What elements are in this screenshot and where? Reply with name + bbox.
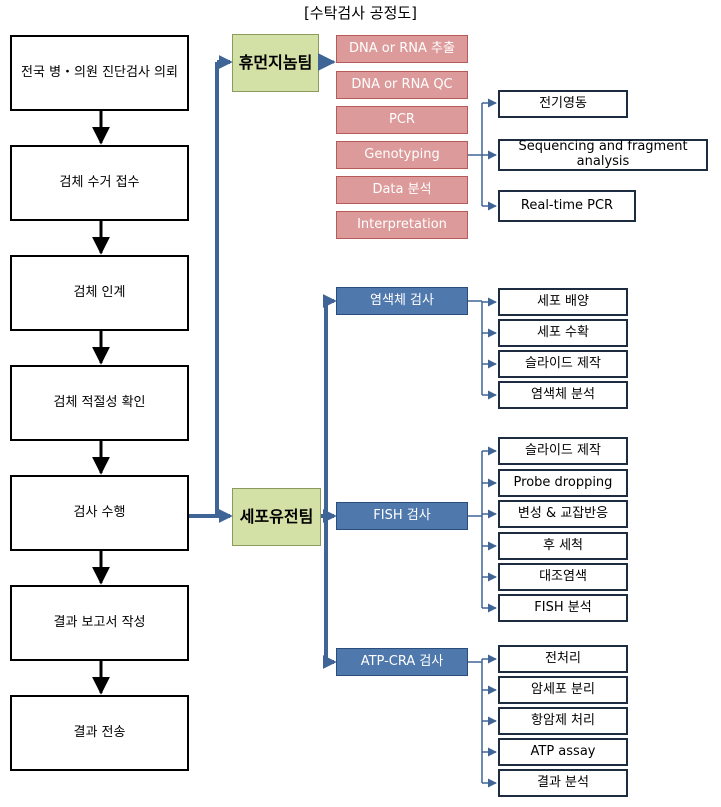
test-fish: FISH 검사 <box>336 502 468 530</box>
karyotype-step-harvest: 세포 수확 <box>498 319 628 347</box>
process-step-handover: 검체 인계 <box>10 255 189 331</box>
fish-step-probe: Probe dropping <box>498 469 628 497</box>
method-sequencing-fragment: Sequencing and fragment analysis <box>498 139 708 171</box>
atp-step-result-analysis: 결과 분석 <box>498 769 628 797</box>
test-branch-lines <box>321 294 337 669</box>
fish-step-analysis: FISH 분석 <box>498 594 628 622</box>
hg-step-interpretation: Interpretation <box>336 211 468 239</box>
hg-step-genotyping: Genotyping <box>336 141 468 169</box>
hg-step-pcr: PCR <box>336 106 468 134</box>
atp-step-cell-separation: 암세포 분리 <box>498 676 628 704</box>
process-step-perform-test: 검사 수행 <box>10 475 189 551</box>
karyotype-step-culture: 세포 배양 <box>498 288 628 316</box>
method-branch-lines <box>468 98 497 211</box>
fish-step-counterstain: 대조염색 <box>498 563 628 591</box>
process-step-adequacy-check: 검체 적절성 확인 <box>10 365 189 441</box>
diagram-title: [수탁검사 공정도] <box>303 4 418 22</box>
atp-step-pretreatment: 전처리 <box>498 645 628 673</box>
fish-step-slide: 슬라이드 제작 <box>498 437 628 465</box>
hg-step-extraction: DNA or RNA 추출 <box>336 35 468 63</box>
atp-branch-lines <box>468 654 497 788</box>
process-step-collection: 검체 수거 접수 <box>10 145 189 221</box>
cytogenetics-team: 세포유전팀 <box>232 488 321 546</box>
fish-step-hybridization: 변성 & 교잡반응 <box>498 500 628 528</box>
process-step-request: 전국 병・의원 진단검사 의뢰 <box>10 35 189 111</box>
process-step-transmit: 결과 전송 <box>10 695 189 771</box>
process-step-report: 결과 보고서 작성 <box>10 585 189 661</box>
atp-step-drug-treatment: 항암제 처리 <box>498 707 628 735</box>
fish-step-wash: 후 세척 <box>498 532 628 560</box>
karyotype-step-slide: 슬라이드 제작 <box>498 350 628 378</box>
fish-branch-lines <box>468 446 497 613</box>
karyotype-step-analysis: 염색체 분석 <box>498 381 628 409</box>
method-real-time-pcr: Real-time PCR <box>498 190 636 222</box>
test-karyotype: 염색체 검사 <box>336 287 468 315</box>
human-genome-team: 휴먼지놈팀 <box>232 34 319 92</box>
test-atp-cra: ATP-CRA 검사 <box>336 648 468 676</box>
atp-step-assay: ATP assay <box>498 738 628 766</box>
team-branch-lines <box>189 55 233 523</box>
hg-step-data-analysis: Data 분석 <box>336 176 468 204</box>
karyotype-branch-lines <box>468 297 497 400</box>
method-electrophoresis: 전기영동 <box>498 90 628 118</box>
hg-step-qc: DNA or RNA QC <box>336 71 468 99</box>
